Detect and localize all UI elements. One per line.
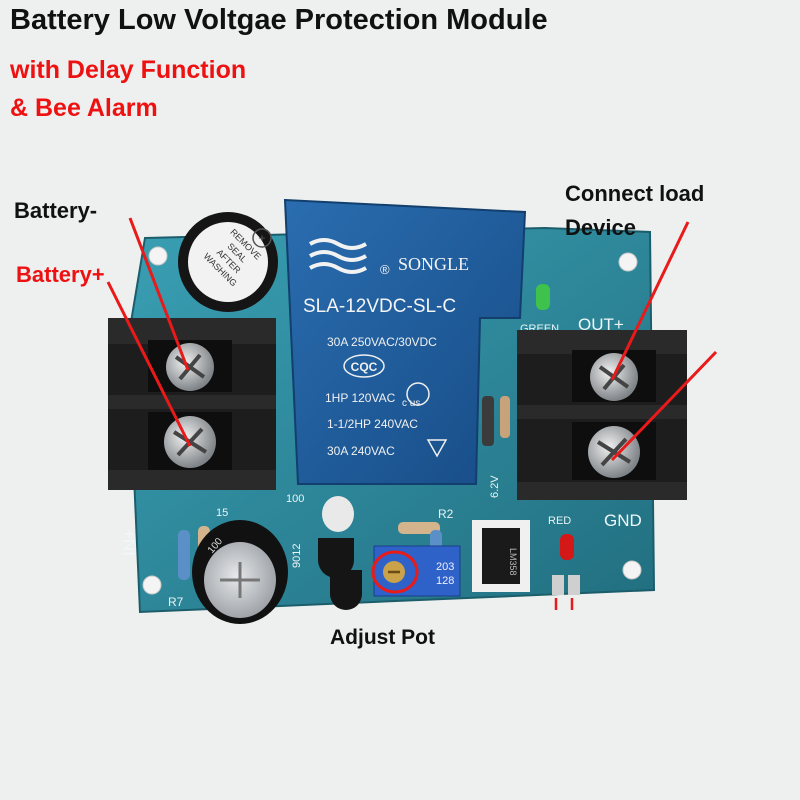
arrow-battery-negative	[128, 217, 190, 371]
relay-rating: 30A 250VAC/30VDC	[327, 335, 437, 349]
zener-diode: 6.2V	[482, 396, 510, 498]
mount-hole	[142, 575, 162, 595]
transistors: 9012	[291, 496, 362, 610]
callout-battery-positive: Battery+	[16, 262, 105, 287]
pot-code: 128	[436, 575, 454, 587]
zener-label: 6.2V	[489, 475, 501, 498]
arrow-load-positive	[610, 221, 690, 381]
registered-mark: ®	[380, 262, 390, 277]
output-terminal-block: OUT+ GND	[517, 315, 687, 530]
pot-highlight-circle	[371, 550, 419, 594]
c15-label: 15	[216, 507, 228, 519]
mount-hole	[622, 560, 642, 580]
relay-model: SLA-12VDC-SL-C	[303, 296, 456, 317]
plus-icon: +	[258, 231, 265, 245]
arrow-battery-positive	[106, 281, 192, 447]
red-led: RED	[548, 515, 580, 610]
subtitle-alarm: & Bee Alarm	[10, 94, 158, 122]
callout-connect-load: Connect load	[565, 181, 705, 206]
ul-icon	[406, 382, 430, 406]
c100-label: 100	[286, 493, 304, 505]
relay-rating: 1-1/2HP 240VAC	[327, 417, 418, 431]
callout-device: Device	[565, 215, 636, 240]
in-plus-label: IN+	[120, 529, 139, 556]
relay-rating: 30A 240VAC	[327, 444, 395, 458]
ul-mark: c us	[402, 398, 420, 409]
callout-arrows	[106, 217, 718, 462]
callout-battery-negative: Battery-	[14, 198, 98, 223]
ic-label: LM358	[508, 548, 518, 576]
r2-label: R2	[438, 507, 454, 521]
electrolytic-capacitor: 100 100 15	[192, 493, 304, 624]
callout-adjust-pot: Adjust Pot	[330, 626, 435, 649]
potentiometer: 203 128	[371, 545, 461, 597]
r7-label: R7	[168, 595, 184, 609]
arrow-load-negative	[610, 350, 718, 462]
red-label: RED	[548, 515, 571, 527]
relay-rating: 1HP 120VAC	[325, 391, 396, 405]
buzzer: REMOVE SEAL AFTER WASHING +	[178, 212, 278, 312]
transistor-label: 9012	[291, 544, 303, 568]
mount-hole	[148, 246, 168, 266]
relay-brand: SONGLE	[398, 254, 469, 274]
ic-chip: LM358	[472, 520, 530, 592]
songle-logo-icon	[309, 238, 367, 274]
out-plus-label: OUT+	[578, 315, 624, 334]
page-title: Battery Low Voltgae Protection Module	[10, 4, 548, 36]
mount-hole	[618, 252, 638, 272]
pot-code: 203	[436, 561, 454, 573]
subtitle-delay: with Delay Function	[10, 56, 247, 84]
relay: ® SONGLE SLA-12VDC-SL-C 30A 250VAC/30VDC…	[283, 198, 527, 485]
warning-triangle-icon	[426, 439, 448, 458]
gnd-label: GND	[604, 511, 642, 530]
cqc-mark: CQC	[351, 360, 378, 374]
input-terminal-block	[108, 318, 276, 490]
